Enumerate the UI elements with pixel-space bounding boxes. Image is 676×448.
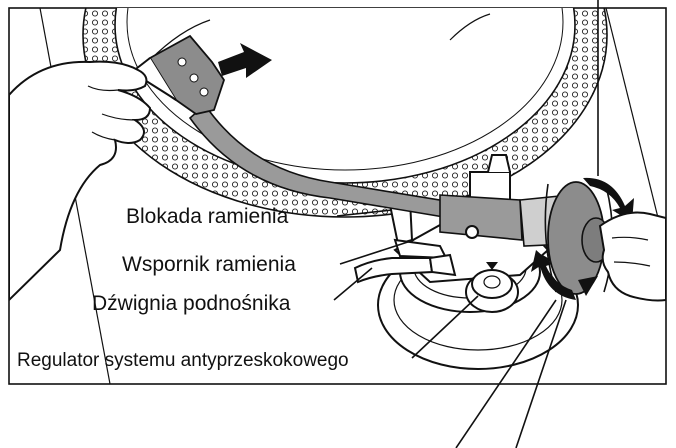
left-hand <box>9 60 152 302</box>
leader-line-arm-lock <box>336 209 393 217</box>
headshell <box>130 34 225 115</box>
right-hand <box>598 211 666 302</box>
label-arm-lock: Blokada ramienia <box>126 205 289 228</box>
leader-line-anti-skate <box>411 295 479 359</box>
label-arm-rest: Wspornik ramienia <box>122 253 296 276</box>
leader-line-arm-rest <box>339 239 415 265</box>
label-anti-skate: Regulator systemu antyprzeskokowego <box>17 350 349 371</box>
leader-line-bottom-left <box>455 299 557 448</box>
anti-skate-knob <box>465 262 519 313</box>
tonearm <box>188 103 523 241</box>
lift-lever <box>353 253 457 284</box>
rotate-arrows-icon <box>531 177 634 300</box>
label-lift-lever: Dźwignia podnośnika <box>92 292 291 315</box>
arrow-right-icon <box>218 43 272 78</box>
leader-line-lift-lever <box>333 267 373 301</box>
leader-line-bottom-right <box>515 299 567 448</box>
cabinet-edge <box>605 8 666 251</box>
